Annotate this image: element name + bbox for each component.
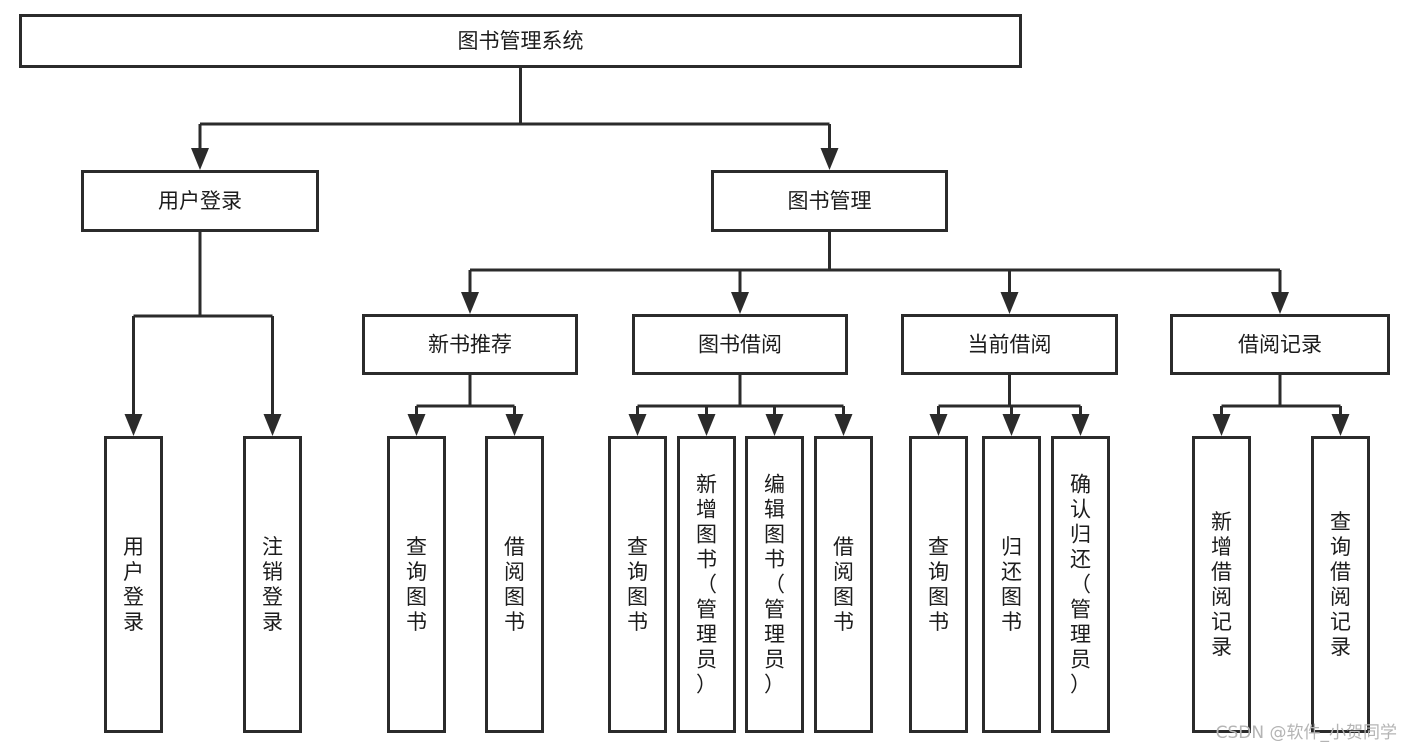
node-user-login-label: 用户登录 (158, 189, 242, 213)
node-leaf-user-logout-label: 注销登录 (262, 535, 283, 634)
node-leaf-query-book-1-box (387, 436, 446, 733)
node-book-borrow[interactable]: 图书借阅 (632, 314, 848, 375)
node-leaf-user-logout-box (243, 436, 302, 733)
node-leaf-user-login-box (104, 436, 163, 733)
arrow-head-icon (461, 292, 479, 314)
arrow-head-icon (124, 414, 143, 436)
node-root[interactable]: 图书管理系统 (19, 14, 1022, 68)
arrow-head-icon (1331, 414, 1350, 436)
node-new-book-recommend-label: 新书推荐 (428, 333, 512, 357)
node-leaf-borrow-book-1[interactable]: 借阅图书 (485, 436, 544, 733)
node-leaf-query-book-3[interactable]: 查询图书 (909, 436, 968, 733)
node-leaf-edit-book-label: 编辑图书（管理员） (764, 473, 785, 697)
arrow-head-icon (407, 414, 426, 436)
arrow-head-icon (1271, 292, 1289, 314)
node-leaf-confirm-return-box (1051, 436, 1110, 733)
node-leaf-edit-book-box (745, 436, 804, 733)
node-book-borrow-label: 图书借阅 (698, 333, 782, 357)
arrow-head-icon (1000, 292, 1019, 314)
node-leaf-borrow-book-2[interactable]: 借阅图书 (814, 436, 873, 733)
node-leaf-return-book-label: 归还图书 (1001, 535, 1022, 634)
node-leaf-user-logout[interactable]: 注销登录 (243, 436, 302, 733)
node-leaf-query-book-1-label: 查询图书 (406, 535, 427, 634)
node-leaf-add-book-label: 新增图书（管理员） (696, 473, 717, 697)
node-root-label: 图书管理系统 (458, 29, 584, 53)
arrow-head-icon (263, 414, 282, 436)
connectors-layer (124, 68, 1350, 436)
arrow-head-icon (1212, 414, 1231, 436)
arrow-head-icon (505, 414, 524, 436)
node-leaf-add-record-box (1192, 436, 1251, 733)
arrow-head-icon (731, 292, 749, 314)
node-leaf-add-record-label: 新增借阅记录 (1211, 510, 1232, 659)
node-current-borrow[interactable]: 当前借阅 (901, 314, 1118, 375)
node-current-borrow-box (901, 314, 1118, 375)
node-new-book-recommend-box (362, 314, 578, 375)
node-leaf-add-record[interactable]: 新增借阅记录 (1192, 436, 1251, 733)
node-book-manage-label: 图书管理 (788, 189, 872, 213)
node-leaf-add-book[interactable]: 新增图书（管理员） (677, 436, 736, 733)
node-leaf-query-record-box (1311, 436, 1370, 733)
arrow-head-icon (765, 414, 784, 436)
node-leaf-query-book-3-label: 查询图书 (928, 535, 949, 634)
node-borrow-record-box (1170, 314, 1390, 375)
node-leaf-borrow-book-2-label: 借阅图书 (833, 535, 854, 634)
arrow-head-icon (628, 414, 647, 436)
arrow-head-icon (1002, 414, 1021, 436)
node-leaf-add-book-box (677, 436, 736, 733)
arrow-head-icon (834, 414, 853, 436)
node-borrow-record-label: 借阅记录 (1238, 333, 1322, 357)
watermark-text: CSDN @软件_小贺同学 (1215, 723, 1397, 743)
node-leaf-return-book-box (982, 436, 1041, 733)
node-leaf-query-book-2-label: 查询图书 (627, 535, 648, 634)
arrow-head-icon (697, 414, 716, 436)
node-current-borrow-label: 当前借阅 (968, 333, 1052, 357)
node-leaf-query-book-2-box (608, 436, 667, 733)
node-leaf-borrow-book-2-box (814, 436, 873, 733)
node-leaf-user-login-label: 用户登录 (123, 535, 144, 634)
node-leaf-user-login[interactable]: 用户登录 (104, 436, 163, 733)
node-root-box (19, 14, 1022, 68)
node-new-book-recommend[interactable]: 新书推荐 (362, 314, 578, 375)
node-leaf-query-record-label: 查询借阅记录 (1330, 510, 1351, 659)
node-leaf-borrow-book-1-box (485, 436, 544, 733)
node-book-borrow-box (632, 314, 848, 375)
node-book-manage[interactable]: 图书管理 (711, 170, 948, 232)
arrow-head-icon (820, 148, 839, 170)
node-leaf-confirm-return-label: 确认归还（管理员） (1070, 473, 1091, 697)
arrow-head-icon (1071, 414, 1090, 436)
node-user-login-box (81, 170, 319, 232)
node-leaf-edit-book[interactable]: 编辑图书（管理员） (745, 436, 804, 733)
node-book-manage-box (711, 170, 948, 232)
node-user-login[interactable]: 用户登录 (81, 170, 319, 232)
nodes-layer: 图书管理系统用户登录图书管理新书推荐图书借阅当前借阅借阅记录用户登录注销登录查询… (19, 14, 1390, 733)
arrow-head-icon (929, 414, 948, 436)
node-leaf-query-book-3-box (909, 436, 968, 733)
node-leaf-query-book-2[interactable]: 查询图书 (608, 436, 667, 733)
node-leaf-query-record[interactable]: 查询借阅记录 (1311, 436, 1370, 733)
arrow-head-icon (191, 148, 209, 170)
node-leaf-confirm-return[interactable]: 确认归还（管理员） (1051, 436, 1110, 733)
node-leaf-borrow-book-1-label: 借阅图书 (504, 535, 525, 634)
node-borrow-record[interactable]: 借阅记录 (1170, 314, 1390, 375)
node-leaf-return-book[interactable]: 归还图书 (982, 436, 1041, 733)
node-leaf-query-book-1[interactable]: 查询图书 (387, 436, 446, 733)
